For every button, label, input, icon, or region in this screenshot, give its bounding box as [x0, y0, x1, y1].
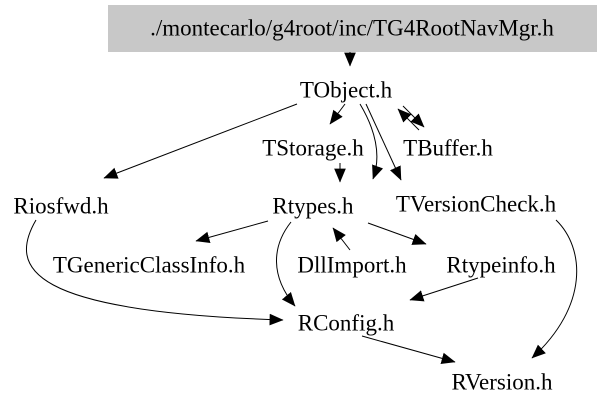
edge-dllimport-h-to-rtypes-h: [332, 227, 351, 251]
edge-tobject-h-to-tversioncheck-h: [365, 103, 402, 181]
node-tbuffer-h[interactable]: TBuffer.h: [403, 136, 493, 161]
node-tversioncheck-h[interactable]: TVersionCheck.h: [396, 192, 557, 217]
node-rtypeinfo-h[interactable]: Rtypeinfo.h: [446, 253, 556, 278]
edges-layer: [25, 51, 578, 365]
node-rconfig-h[interactable]: RConfig.h: [298, 311, 395, 336]
node-tstorage-h[interactable]: TStorage.h: [262, 136, 364, 161]
edge-rtypeinfo-h-to-rconfig-h: [409, 277, 479, 302]
node-dllimport-h[interactable]: DllImport.h: [297, 253, 407, 278]
root-node-box: [108, 5, 597, 52]
edge-riosfwd-h-to-rconfig-h: [25, 219, 284, 326]
edge-rconfig-h-to-rversion-h: [361, 335, 456, 365]
edge-tversioncheck-h-to-rversion-h: [531, 219, 578, 359]
node-rversion-h[interactable]: RVersion.h: [451, 370, 553, 395]
node-rtypes-h[interactable]: Rtypes.h: [272, 194, 354, 219]
edge-rtypes-h-to-rconfig-h: [276, 221, 296, 307]
edge-tobject-h-to-tstorage-h: [329, 103, 346, 125]
nodes-layer: ./montecarlo/g4root/inc/TG4RootNavMgr.hT…: [13, 5, 597, 395]
edge-tobject-h-to-rtypes-h: [359, 103, 384, 180]
root-node-label: ./montecarlo/g4root/inc/TG4RootNavMgr.h: [150, 16, 554, 41]
edge-tbuffer-h-to-tobject-h: [397, 108, 420, 131]
edge-rtypes-h-to-tgenericclassinfo-h: [195, 220, 269, 244]
node-tgenericclassinfo-h[interactable]: TGenericClassInfo.h: [53, 253, 246, 278]
node-riosfwd-h[interactable]: Riosfwd.h: [13, 194, 109, 219]
edge-tobject-h-to-riosfwd-h: [103, 103, 298, 179]
node-tobject-h[interactable]: TObject.h: [300, 78, 393, 103]
edge-rtypes-h-to-rtypeinfo-h: [367, 222, 427, 245]
